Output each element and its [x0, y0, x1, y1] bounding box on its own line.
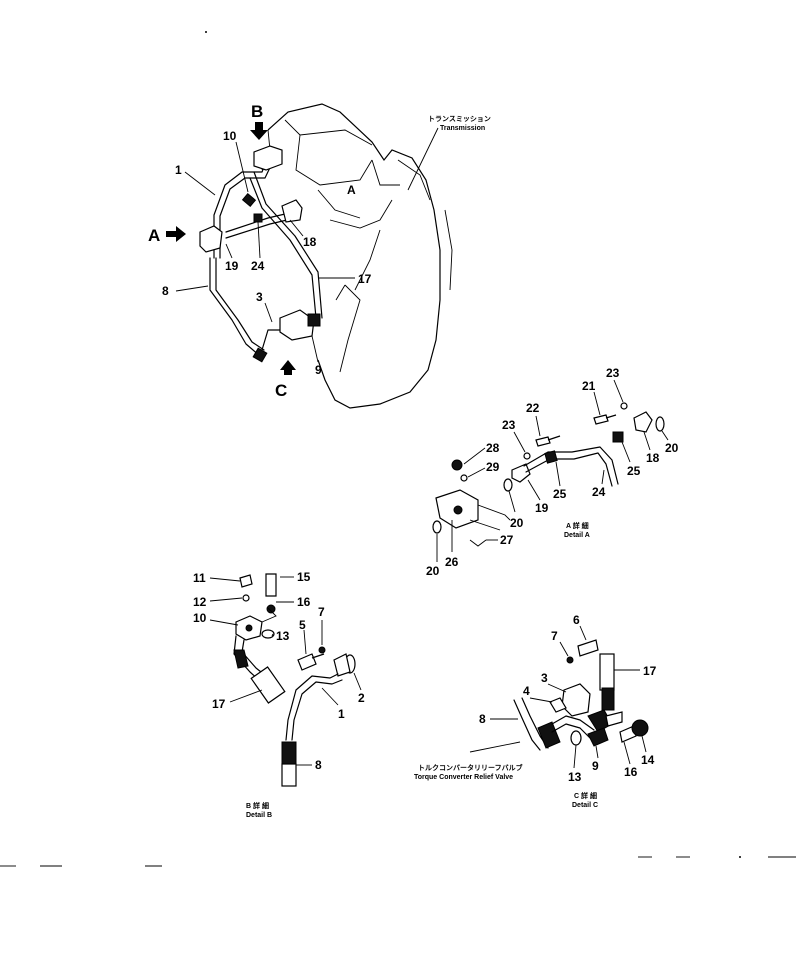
detail-c-callout-13: 13: [568, 770, 582, 784]
callout-3: 3: [256, 290, 263, 304]
detail-c-callout-17: 17: [643, 664, 657, 678]
main-flange-a: [199, 225, 223, 253]
main-nut-10: [241, 193, 257, 207]
detail-b-callout-12: 12: [193, 595, 207, 609]
main-fitting-18: [281, 199, 303, 223]
detail-c-callouts: 7 6 17 3 4 8 13 9 16 14: [479, 613, 657, 784]
housing-a-mark: A: [347, 183, 356, 197]
detail-b-callout-16: 16: [297, 595, 311, 609]
detail-b-parts: [233, 573, 356, 787]
view-arrow-b: B: [250, 102, 268, 140]
page-edge-marks: [0, 31, 796, 867]
detail-c-valve-en: Torque Converter Relief Valve: [414, 774, 513, 781]
callout-8: 8: [162, 284, 169, 298]
detail-b-callout-10: 10: [193, 611, 207, 625]
detail-c-callout-8: 8: [479, 712, 486, 726]
detail-c-callout-9: 9: [592, 759, 599, 773]
detail-b-callout-2: 2: [358, 691, 365, 705]
svg-text:C: C: [275, 381, 287, 400]
detail-b-callout-15: 15: [297, 570, 311, 584]
detail-a-callout-25a: 25: [553, 487, 567, 501]
detail-a-callout-25b: 25: [627, 464, 641, 478]
detail-a-title-en: Detail A: [564, 532, 590, 539]
main-callouts: 1 10 18 19 24 8 3 17 9: [162, 129, 372, 377]
main-pipes: [209, 151, 323, 357]
detail-b-callout-8: 8: [315, 758, 322, 772]
main-nut-24: [253, 213, 263, 223]
detail-a-callout-28: 28: [486, 441, 500, 455]
transmission-en-label: Transmission: [440, 125, 485, 132]
detail-a-callout-19: 19: [535, 501, 549, 515]
detail-a-callout-20c: 20: [426, 564, 440, 578]
callout-10: 10: [223, 129, 237, 143]
detail-c-title-jp: C 詳 細: [574, 791, 597, 800]
detail-a-callout-24: 24: [592, 485, 606, 499]
detail-a-callout-27: 27: [500, 533, 514, 547]
detail-b-callout-17: 17: [212, 697, 226, 711]
main-flange-b: [253, 145, 283, 171]
detail-b-callouts: 11 12 10 15 16 13 7 5 2 17 1 8: [193, 570, 365, 772]
view-arrow-a: A: [148, 226, 186, 245]
transmission-housing: [261, 103, 453, 409]
detail-b-title-jp: B 詳 細: [246, 801, 269, 810]
detail-b-callout-13: 13: [276, 629, 290, 643]
detail-b-callout-5: 5: [299, 618, 306, 632]
callout-19: 19: [225, 259, 239, 273]
detail-c-callout-14: 14: [641, 753, 655, 767]
detail-c-callout-6: 6: [573, 613, 580, 627]
detail-c-callout-3: 3: [541, 671, 548, 685]
main-fitting-9: [307, 313, 321, 327]
detail-a-callout-20a: 20: [510, 516, 524, 530]
callout-17: 17: [358, 272, 372, 286]
detail-b-title-en: Detail B: [246, 812, 272, 819]
detail-b-callout-7: 7: [318, 605, 325, 619]
detail-c-parts: [469, 639, 649, 753]
detail-c-title-en: Detail C: [572, 802, 598, 809]
callout-24: 24: [251, 259, 265, 273]
callout-1: 1: [175, 163, 182, 177]
transmission-leader: [407, 127, 439, 191]
detail-a-callout-23b: 23: [502, 418, 516, 432]
detail-a-callouts: 21 23 22 23 28 29 20 19 25 24 25 18 20 2…: [426, 366, 679, 578]
svg-text:B: B: [251, 102, 263, 121]
detail-a-callout-22: 22: [526, 401, 540, 415]
detail-b-callout-11: 11: [193, 571, 206, 585]
detail-a-title-jp: A 詳 細: [566, 521, 589, 530]
detail-c-callout-4: 4: [523, 684, 530, 698]
detail-a-callout-20b: 20: [665, 441, 679, 455]
detail-a-callout-23: 23: [606, 366, 620, 380]
detail-a-callout-18: 18: [646, 451, 660, 465]
view-arrow-c: C: [275, 360, 296, 400]
detail-a-callout-26: 26: [445, 555, 459, 569]
detail-a-callout-29: 29: [486, 460, 500, 474]
transmission-jp-label: トランスミッション: [428, 115, 491, 123]
detail-b-callout-1: 1: [338, 707, 345, 721]
callout-18: 18: [303, 235, 317, 249]
detail-c-callout-7: 7: [551, 629, 558, 643]
svg-text:A: A: [148, 226, 160, 245]
callout-9: 9: [315, 363, 322, 377]
main-fitting-8: [252, 347, 268, 363]
detail-a-parts: [432, 402, 665, 547]
detail-c-valve-jp: トルクコンバータリリーフバルブ: [418, 763, 523, 772]
detail-c-callout-16: 16: [624, 765, 638, 779]
detail-a-callout-21: 21: [582, 379, 596, 393]
